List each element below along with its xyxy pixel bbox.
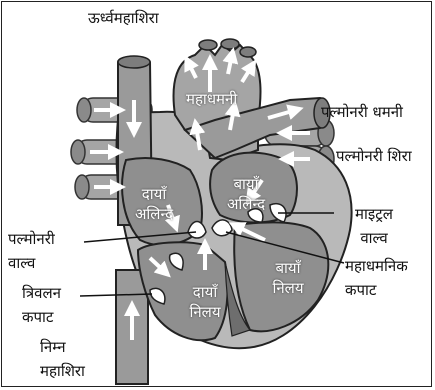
label-mitral-valve-line1: माइट्रल [334, 204, 414, 224]
label-pulmonary-vein: पल्मोनरी शिरा [336, 146, 412, 166]
label-inferior-vena-cava: निम्न महाशिरा [40, 337, 85, 381]
label-tricuspid-valve: त्रिवलन कपाट [22, 283, 61, 327]
label-left-ventricle-line2: निलय [258, 278, 318, 298]
label-pulmonary-valve-line2: वाल्व [8, 253, 55, 273]
label-right-atrium-line1: दायाँ [123, 184, 185, 204]
label-right-ventricle-line1: दायाँ [175, 282, 235, 302]
label-superior-vena-cava: ऊर्ध्वमहाशिरा [88, 8, 159, 28]
label-tricuspid-valve-line2: कपाट [22, 307, 61, 327]
label-inferior-vena-cava-line2: महाशिरा [40, 361, 85, 381]
label-left-ventricle: बायाँ निलय [258, 258, 318, 298]
label-inferior-vena-cava-line1: निम्न [40, 337, 85, 357]
label-left-atrium-line2: अलिन्द [215, 194, 277, 214]
label-pulmonary-valve-line1: पल्मोनरी [8, 229, 55, 249]
label-left-atrium: बायाँ अलिन्द [215, 174, 277, 214]
label-aortic-valve-line1: महाधमनिक [345, 256, 408, 276]
label-pulmonary-artery: पल्मोनरी धमनी [321, 102, 403, 122]
label-right-ventricle-line2: निलय [175, 302, 235, 322]
label-mitral-valve-line2: वाल्व [334, 228, 414, 248]
label-aorta: महाधमनी [186, 89, 237, 109]
label-right-atrium-line2: अलिन्द [123, 204, 185, 224]
label-left-atrium-line1: बायाँ [215, 174, 277, 194]
label-right-ventricle: दायाँ निलय [175, 282, 235, 322]
label-left-ventricle-line1: बायाँ [258, 258, 318, 278]
label-aortic-valve: महाधमनिक कपाट [345, 256, 408, 300]
label-pulmonary-valve: पल्मोनरी वाल्व [8, 229, 55, 273]
label-right-atrium: दायाँ अलिन्द [123, 184, 185, 224]
label-tricuspid-valve-line1: त्रिवलन [22, 283, 61, 303]
label-mitral-valve: माइट्रल वाल्व [334, 204, 414, 248]
label-aortic-valve-line2: कपाट [345, 280, 408, 300]
